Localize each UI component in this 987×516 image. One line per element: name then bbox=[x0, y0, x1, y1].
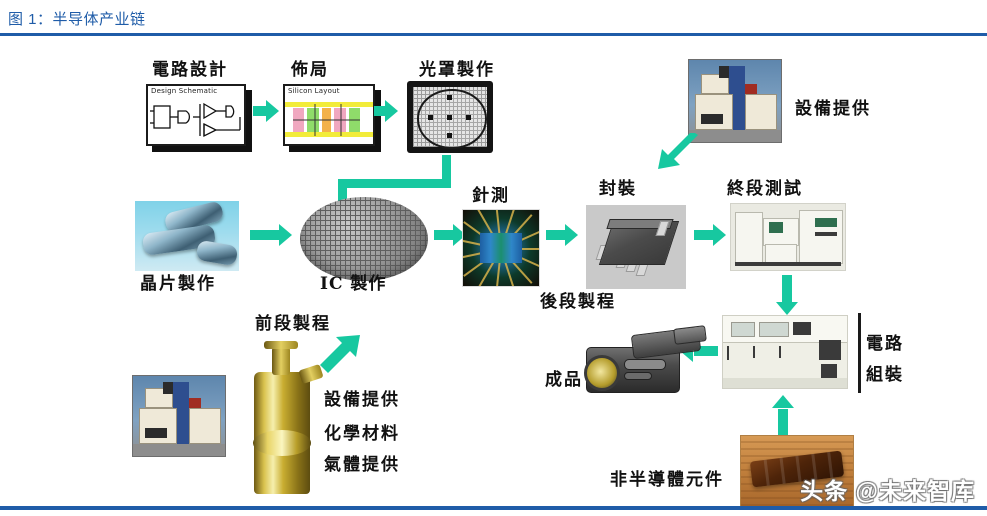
arrow-package-to-finaltest bbox=[694, 224, 728, 246]
node-label-circuit-design: 電路設計 bbox=[152, 60, 228, 80]
photomask-reticle bbox=[407, 81, 493, 153]
logic-schematic-icon bbox=[150, 102, 241, 138]
silicon-ingots-photo bbox=[135, 201, 239, 271]
passive-component-photo bbox=[740, 435, 854, 507]
diagram-canvas: 電路設計 Design Schematic bbox=[0, 37, 987, 507]
arrow-supply-to-frontend bbox=[320, 335, 360, 373]
layout-blocks-icon bbox=[285, 102, 373, 137]
node-label-ic-fabrication: IC 製作 bbox=[320, 274, 387, 294]
supply-label-equipment: 設備提供 bbox=[324, 390, 400, 410]
silicon-layout-window: Silicon Layout bbox=[283, 84, 375, 146]
node-label-layout: 佈局 bbox=[291, 60, 329, 80]
supply-label-chemicals: 化學材料 bbox=[324, 424, 400, 444]
supply-label-gas: 氣體提供 bbox=[324, 455, 400, 475]
gas-cylinder-photo bbox=[252, 372, 312, 494]
arrow-parts-to-assembly bbox=[772, 395, 794, 435]
section-label-back-end: 後段製程 bbox=[540, 292, 616, 312]
wafer-probe-photo bbox=[462, 209, 540, 287]
semiconductor-equipment-photo-top bbox=[688, 59, 782, 143]
bottom-divider bbox=[0, 506, 987, 510]
node-label-wafer-making: 晶片製作 bbox=[140, 274, 216, 294]
node-label-non-semi-parts: 非半導體元件 bbox=[610, 470, 724, 490]
silicon-wafer-photo bbox=[300, 197, 428, 281]
smt-assembly-line-photo bbox=[722, 315, 848, 389]
page-title: 图 1：半导体产业链 bbox=[8, 11, 146, 28]
gas-cylinder-handle bbox=[264, 341, 298, 349]
section-label-front-end: 前段製程 bbox=[255, 314, 331, 334]
assembly-label-line-1: 電路 bbox=[866, 334, 904, 354]
title-divider bbox=[0, 33, 987, 36]
silicon-layout-window-title: Silicon Layout bbox=[288, 87, 340, 95]
node-label-packaging: 封裝 bbox=[599, 179, 637, 199]
node-label-finished-good: 成品 bbox=[545, 370, 583, 390]
node-label-final-test: 終段測試 bbox=[727, 179, 803, 199]
arrow-ingot-to-ic bbox=[250, 224, 294, 246]
design-schematic-window: Design Schematic bbox=[146, 84, 246, 146]
connector-photomask-to-wafer bbox=[300, 155, 460, 213]
ic-package-photo bbox=[586, 205, 686, 289]
camcorder-photo bbox=[578, 325, 708, 399]
arrow-layout-to-photomask bbox=[374, 100, 400, 122]
watermark: 头条 @未来智库 bbox=[800, 478, 975, 504]
assembly-label-line-2: 組裝 bbox=[866, 365, 904, 385]
arrow-probe-to-package bbox=[546, 224, 580, 246]
gas-cylinder-valve bbox=[272, 347, 290, 375]
semiconductor-equipment-photo-bottom bbox=[132, 375, 226, 457]
node-label-equipment-top: 設備提供 bbox=[795, 99, 871, 119]
node-label-probe-test: 針測 bbox=[472, 186, 510, 206]
arrow-design-to-layout bbox=[253, 100, 279, 122]
arrow-equipment-to-finaltest bbox=[658, 133, 698, 169]
final-test-equipment-photo bbox=[730, 203, 846, 271]
photomask-grid bbox=[413, 87, 487, 149]
assembly-label-bar bbox=[858, 313, 861, 393]
arrow-finaltest-to-assembly bbox=[776, 275, 798, 317]
probe-core bbox=[479, 232, 523, 264]
design-schematic-window-title: Design Schematic bbox=[151, 87, 218, 95]
node-label-photomask: 光罩製作 bbox=[419, 60, 495, 80]
